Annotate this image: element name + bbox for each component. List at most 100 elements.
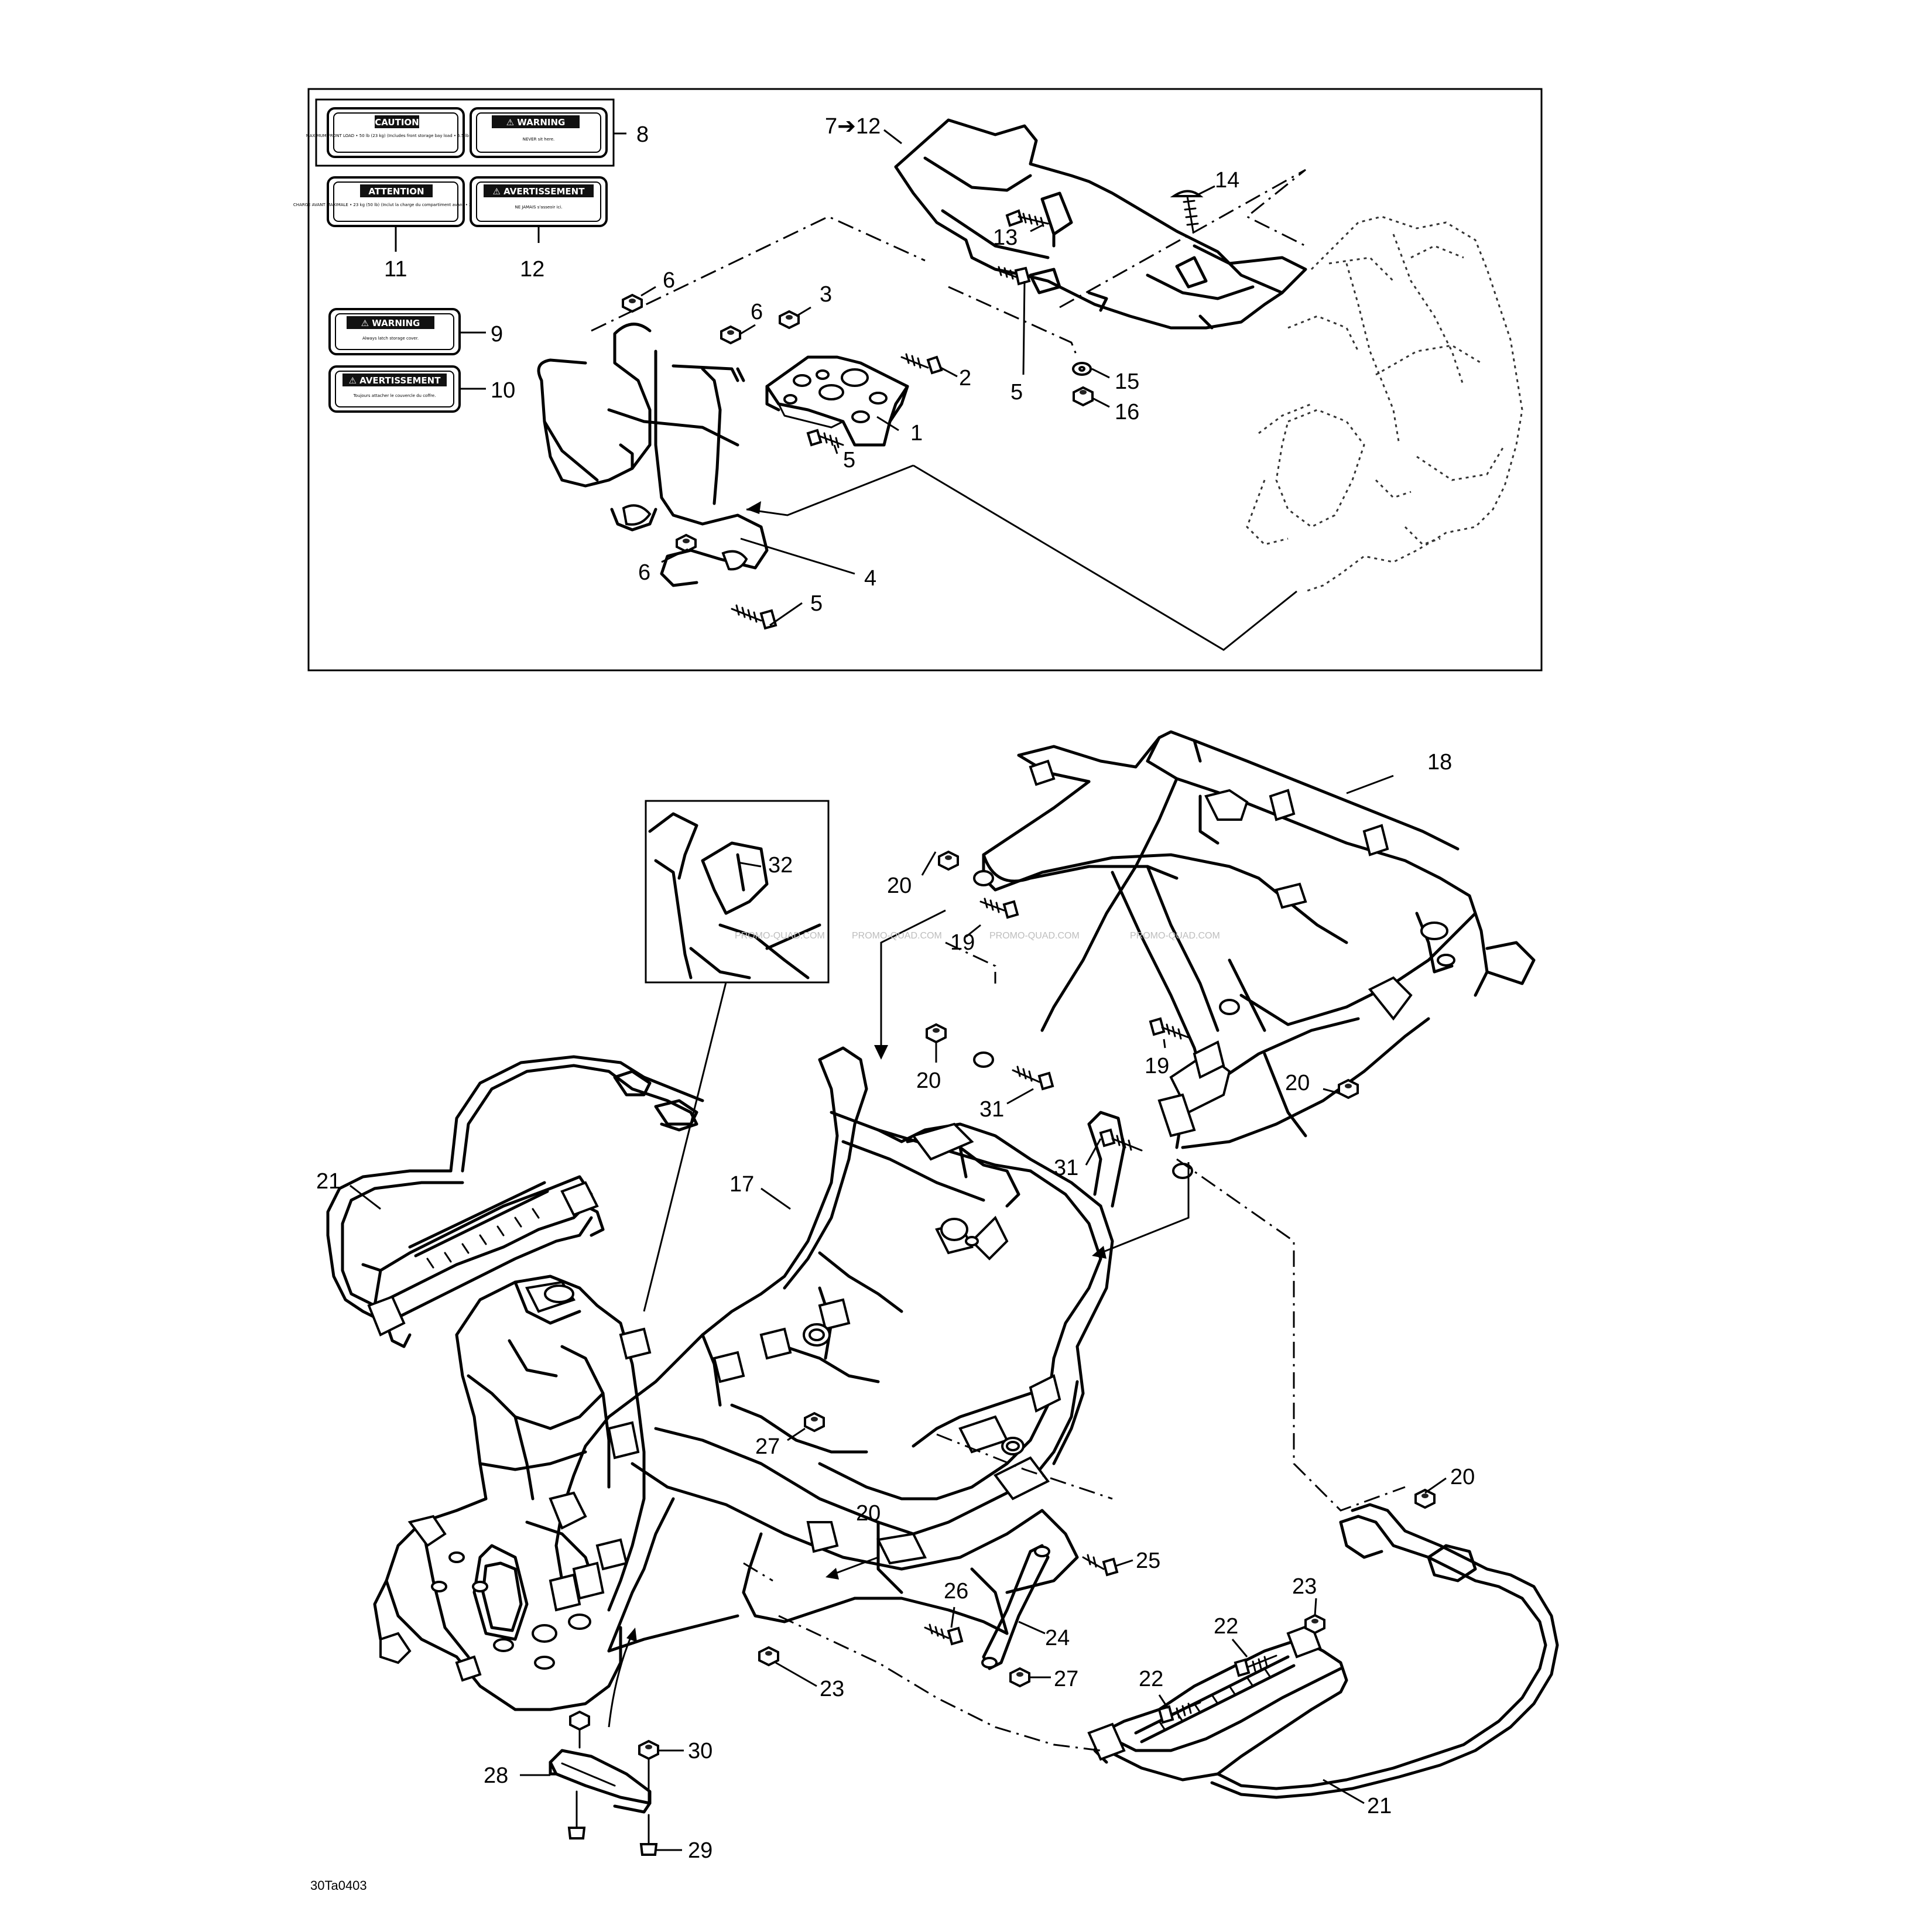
callout-30: 30	[688, 1739, 712, 1763]
nut-20-d	[1414, 1488, 1436, 1509]
callout-5-b: 5	[1010, 380, 1023, 405]
leader-inset	[643, 982, 727, 1312]
decal-11-heading: ATTENTION	[368, 186, 424, 197]
bolt-5-front	[806, 429, 844, 448]
callout-4: 4	[864, 566, 876, 591]
bolt-26	[924, 1623, 964, 1646]
bolt-2	[900, 353, 943, 375]
nut-20-c	[1338, 1078, 1359, 1099]
callout-24: 24	[1045, 1626, 1070, 1650]
nut-16	[1073, 386, 1094, 407]
watermark-1: PROMO-QUAD.COM	[735, 931, 825, 941]
nut-28-top	[569, 1710, 590, 1749]
skid-plate-28	[549, 1749, 652, 1814]
leader-32	[737, 861, 762, 868]
bolt-25	[1082, 1554, 1119, 1577]
watermark-2: PROMO-QUAD.COM	[852, 931, 942, 941]
callout-3: 3	[820, 282, 832, 307]
callout-13: 13	[993, 225, 1018, 250]
callout-27-b: 27	[1054, 1667, 1078, 1691]
bolt-14	[1170, 190, 1204, 232]
callout-labels-top: 7➔12 8 9 10 11 12 6 6 6 3 2 1 5 5 5 4 13…	[384, 114, 1239, 616]
frame-reference-top	[1246, 215, 1523, 592]
callout-20-d: 20	[856, 1501, 881, 1526]
leader-lines	[350, 129, 1447, 1851]
nut-20-b	[926, 1023, 947, 1044]
bolt-5-rear	[994, 266, 1031, 286]
callout-5-c: 5	[810, 591, 823, 616]
nut-27-a	[804, 1412, 825, 1433]
decal-9: ⚠ WARNING Always latch storage cover.	[328, 308, 461, 355]
watermark: PROMO-QUAD.COM PROMO-QUAD.COM PROMO-QUAD…	[735, 931, 1220, 941]
decal-11-body: CHARGE AVANT MAXIMALE • 23 kg (50 lb) (I…	[293, 203, 499, 207]
callout-19-a: 19	[950, 930, 975, 955]
nut-23-a	[758, 1646, 779, 1667]
callout-20-b: 20	[916, 1068, 941, 1093]
callout-7-12: 7➔12	[825, 114, 881, 139]
bolt-5-bumper	[731, 604, 777, 630]
decal-9-heading: ⚠ WARNING	[361, 318, 420, 328]
callout-21-a: 21	[316, 1169, 341, 1194]
callout-29: 29	[688, 1838, 712, 1863]
bolt-22-a	[1234, 1654, 1277, 1677]
upper-frame-18	[973, 730, 1536, 1179]
callout-31-a: 31	[979, 1097, 1004, 1122]
nut-6-c	[676, 533, 697, 553]
decal-10-heading: ⚠ AVERTISSEMENT	[349, 375, 441, 386]
footrest-right	[1087, 1503, 1559, 1799]
callout-20-e: 20	[1450, 1465, 1475, 1489]
decal-8a: CAUTION MAXIMUM FRONT LOAD • 50 lb (23 k…	[306, 107, 488, 158]
callout-labels-bottom: 18 32 20 19 19 20 31 20 31 21 17 27 20 2…	[316, 750, 1475, 1863]
nut-20-a	[938, 850, 959, 871]
decal-12: ⚠ AVERTISSEMENT NE JAMAIS s'asseoir ici.	[470, 176, 608, 227]
decal-10-body: Toujours attacher le couvercle du coffre…	[353, 393, 436, 398]
callout-1: 1	[910, 421, 923, 446]
callout-20-c: 20	[1285, 1071, 1310, 1095]
link-24	[981, 1544, 1050, 1670]
bolt-28-bottom	[567, 1790, 586, 1839]
callout-2: 2	[959, 366, 971, 390]
callout-6-c: 6	[638, 560, 650, 585]
callout-6-b: 6	[751, 300, 763, 324]
inset-detail	[645, 800, 830, 984]
nut-3	[779, 310, 800, 330]
callout-22-a: 22	[1214, 1614, 1238, 1639]
callout-8: 8	[636, 122, 649, 147]
main-frame-17	[554, 1046, 1126, 1653]
decal-8a-heading: CAUTION	[375, 117, 419, 128]
callout-28: 28	[484, 1763, 508, 1788]
callout-23-b: 23	[1292, 1574, 1317, 1599]
decal-11: ATTENTION CHARGE AVANT MAXIMALE • 23 kg …	[293, 176, 499, 227]
callout-17: 17	[729, 1172, 754, 1197]
front-bumper	[537, 323, 769, 587]
bolt-19-b	[1149, 1017, 1190, 1040]
callout-12: 12	[520, 257, 544, 282]
callout-6-a: 6	[663, 268, 675, 293]
decal-9-body: Always latch storage cover.	[362, 336, 419, 341]
decal-8a-body: MAXIMUM FRONT LOAD • 50 lb (23 kg) (Incl…	[306, 133, 488, 138]
callout-10: 10	[491, 378, 515, 403]
decal-8b-heading: ⚠ WARNING	[506, 117, 566, 128]
top-panel-frame	[307, 88, 1543, 672]
footrest-left	[326, 1055, 704, 1348]
callout-31-b: 31	[1054, 1156, 1078, 1180]
callout-15: 15	[1115, 369, 1139, 394]
arrow-20	[831, 1556, 879, 1576]
decal-8b: ⚠ WARNING NEVER sit here.	[470, 107, 608, 158]
callout-27-a: 27	[755, 1434, 780, 1459]
nut-6-a	[622, 293, 643, 313]
decal-8b-body: NEVER sit here.	[523, 137, 555, 142]
callout-32: 32	[768, 853, 793, 878]
callout-16: 16	[1115, 400, 1139, 424]
front-bracket	[765, 355, 909, 447]
diagram-code: 30Ta0403	[310, 1878, 367, 1893]
callout-11: 11	[384, 257, 407, 282]
bolt-13	[1005, 209, 1049, 227]
front-frame-section	[373, 1275, 652, 1711]
watermark-3: PROMO-QUAD.COM	[989, 931, 1080, 941]
nut-23-b	[1304, 1614, 1325, 1635]
nut-6-b	[720, 325, 741, 345]
callout-20-a: 20	[887, 873, 912, 898]
